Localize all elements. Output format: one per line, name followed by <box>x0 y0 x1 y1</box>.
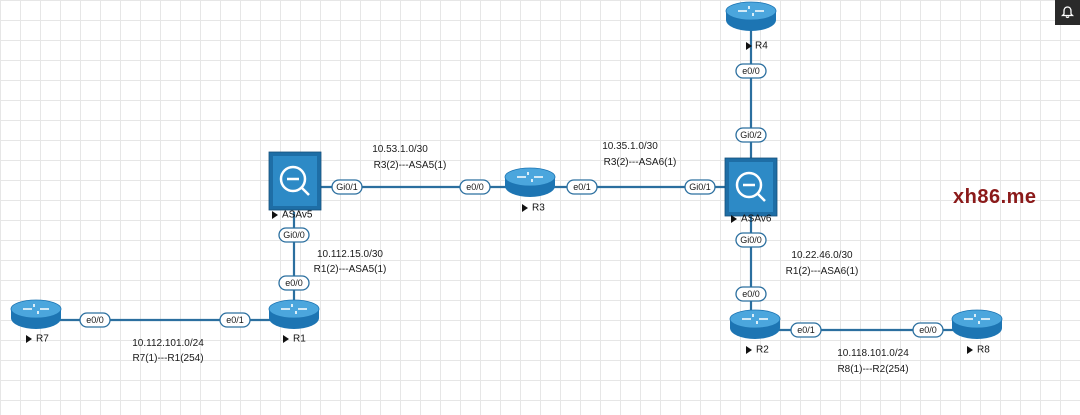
device-r1[interactable] <box>268 299 320 329</box>
port-r7-e0-0[interactable]: e0/0 <box>79 312 111 328</box>
svg-text:Gi0/1: Gi0/1 <box>689 182 711 192</box>
watermark-text: xh86.me <box>953 186 1037 208</box>
subnet-r7-r1: 10.112.101.0/24 <box>132 338 204 349</box>
notification-button[interactable] <box>1055 0 1080 25</box>
svg-text:e0/1: e0/1 <box>226 315 244 325</box>
device-label-r4: R4 <box>746 41 768 52</box>
device-r4[interactable] <box>725 1 777 31</box>
device-label-r8: R8 <box>967 345 990 356</box>
svg-text:R4: R4 <box>755 41 768 52</box>
network-annotations: 10.53.1.0/30 R3(2)---ASA5(1) 10.35.1.0/3… <box>132 141 909 375</box>
svg-text:R2: R2 <box>756 345 769 356</box>
device-asav6[interactable] <box>724 157 778 217</box>
assignment-r7-r1: R7(1)---R1(254) <box>132 353 203 364</box>
port-asav5-gi0-1[interactable]: Gi0/1 <box>331 179 363 195</box>
subnet-r3-asa6: 10.35.1.0/30 <box>602 141 658 152</box>
subnet-asa5-r3: 10.53.1.0/30 <box>372 144 428 155</box>
device-r3[interactable] <box>504 167 556 197</box>
port-asav5-gi0-0[interactable]: Gi0/0 <box>278 227 310 243</box>
svg-text:ASAv6: ASAv6 <box>741 214 772 225</box>
svg-text:e0/0: e0/0 <box>466 182 484 192</box>
svg-text:R8: R8 <box>977 345 990 356</box>
svg-text:Gi0/2: Gi0/2 <box>740 130 762 140</box>
port-r3-e0-1[interactable]: e0/1 <box>566 179 598 195</box>
device-label-r3: R3 <box>522 203 545 214</box>
device-r8[interactable] <box>951 309 1003 339</box>
device-label-r7: R7 <box>26 334 49 345</box>
assignment-asa5-r1: R1(2)---ASA5(1) <box>314 264 387 275</box>
port-r2-e0-1[interactable]: e0/1 <box>790 322 822 338</box>
assignment-r2-r8: R8(1)---R2(254) <box>837 364 908 375</box>
svg-text:Gi0/0: Gi0/0 <box>740 235 762 245</box>
svg-text:e0/0: e0/0 <box>919 325 937 335</box>
device-label-asav5: ASAv5 <box>272 210 313 221</box>
svg-text:R7: R7 <box>36 334 49 345</box>
assignment-asa5-r3: R3(2)---ASA5(1) <box>374 160 447 171</box>
port-r8-e0-0[interactable]: e0/0 <box>912 322 944 338</box>
device-labels: R4 ASAv5 R3 ASAv6 R7 R1 R2 R8 <box>26 41 990 356</box>
bell-icon <box>1061 6 1074 19</box>
svg-text:Gi0/0: Gi0/0 <box>283 230 305 240</box>
svg-text:e0/0: e0/0 <box>285 278 303 288</box>
svg-text:e0/0: e0/0 <box>742 66 760 76</box>
svg-text:e0/1: e0/1 <box>797 325 815 335</box>
port-r3-e0-0[interactable]: e0/0 <box>459 179 491 195</box>
device-label-r2: R2 <box>746 345 769 356</box>
subnet-asa5-r1: 10.112.15.0/30 <box>317 249 383 260</box>
port-r1-e0-1[interactable]: e0/1 <box>219 312 251 328</box>
assignment-r3-asa6: R3(2)---ASA6(1) <box>604 157 677 168</box>
device-r2[interactable] <box>729 309 781 339</box>
subnet-asa6-r2: 10.22.46.0/30 <box>791 250 853 261</box>
device-label-r1: R1 <box>283 334 306 345</box>
port-r1-e0-0[interactable]: e0/0 <box>278 275 310 291</box>
device-r7[interactable] <box>10 299 62 329</box>
svg-text:Gi0/1: Gi0/1 <box>336 182 358 192</box>
device-asav5[interactable] <box>268 151 322 211</box>
device-label-asav6: ASAv6 <box>731 214 772 225</box>
port-asav6-gi0-2[interactable]: Gi0/2 <box>735 127 767 143</box>
svg-text:e0/0: e0/0 <box>742 289 760 299</box>
subnet-r2-r8: 10.118.101.0/24 <box>837 348 909 359</box>
svg-text:ASAv5: ASAv5 <box>282 210 313 221</box>
svg-text:e0/1: e0/1 <box>573 182 591 192</box>
port-r4-e0-0[interactable]: e0/0 <box>735 63 767 79</box>
svg-text:R3: R3 <box>532 203 545 214</box>
port-asav6-gi0-0[interactable]: Gi0/0 <box>735 232 767 248</box>
port-asav6-gi0-1[interactable]: Gi0/1 <box>684 179 716 195</box>
port-labels: Gi0/1 e0/0 e0/1 Gi0/1 e0/0 Gi0/2 Gi0/0 <box>79 63 944 338</box>
assignment-asa6-r2: R1(2)---ASA6(1) <box>786 266 859 277</box>
port-r2-e0-0[interactable]: e0/0 <box>735 286 767 302</box>
svg-text:R1: R1 <box>293 334 306 345</box>
svg-text:e0/0: e0/0 <box>86 315 104 325</box>
